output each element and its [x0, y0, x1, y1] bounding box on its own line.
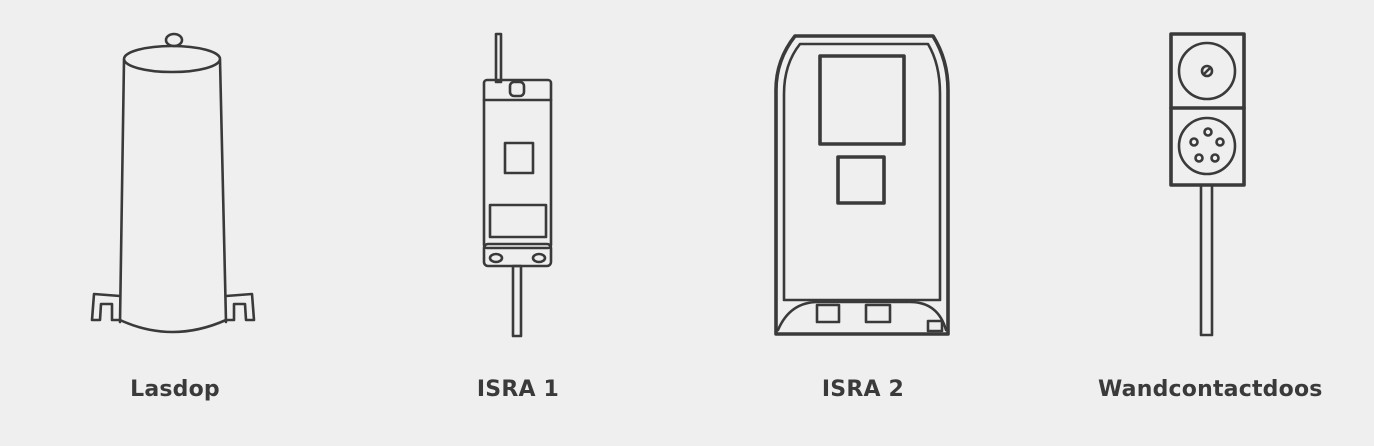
product-wandcontactdoos[interactable]: Wandcontactdoos — [1098, 0, 1323, 446]
wall-socket-icon — [1169, 32, 1246, 337]
product-isra-1[interactable]: ISRA 1 — [418, 0, 618, 446]
isra-2-icon — [774, 34, 950, 336]
product-label: Wandcontactdoos — [1098, 377, 1323, 402]
product-label: ISRA 1 — [476, 377, 560, 402]
product-label: Lasdop — [130, 377, 220, 402]
product-lasdop[interactable]: Lasdop — [60, 0, 290, 446]
lasdop-icon — [90, 32, 256, 334]
isra-1-icon — [482, 32, 553, 338]
product-label: ISRA 2 — [821, 377, 905, 402]
product-isra-2[interactable]: ISRA 2 — [758, 0, 968, 446]
